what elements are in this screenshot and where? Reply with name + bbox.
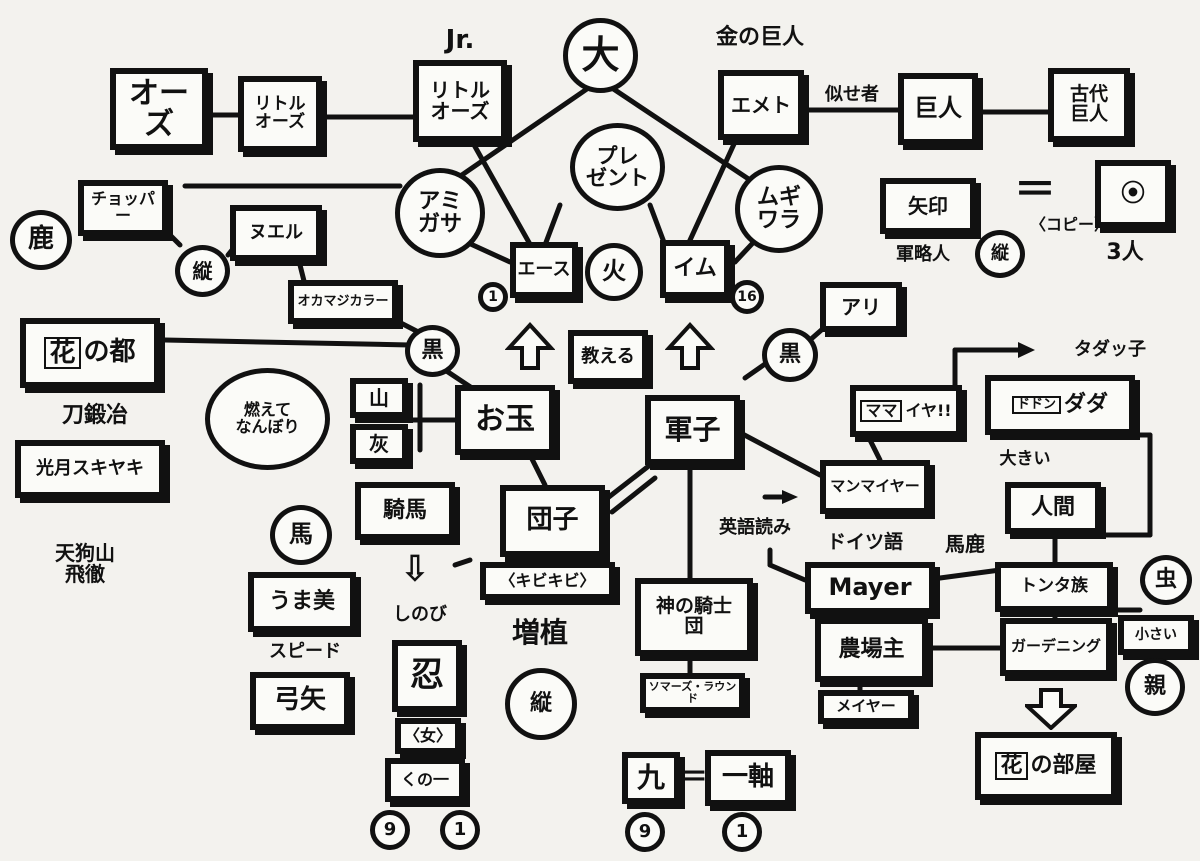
node-shinki: 神の騎士 団: [635, 578, 753, 656]
node-kubi-left: 縦: [175, 245, 230, 297]
label-equals: ＝: [1013, 164, 1056, 214]
hana-no-heya-rest: の部屋: [1030, 753, 1097, 779]
label-doitsu: ドイツ語: [826, 531, 903, 554]
node-amigasa: アミ ガサ: [395, 168, 485, 258]
node-ningen: 人間: [1005, 482, 1101, 534]
hana-heya-chip: 花: [995, 751, 1028, 781]
label-sannin: 3人: [1106, 240, 1144, 266]
label-jr: Jr.: [445, 25, 475, 56]
node-shinobi: 忍: [392, 640, 462, 712]
node-little-oz: リトル オーズ: [238, 76, 322, 152]
node-okamajin: オカマジカラー: [288, 280, 398, 324]
label-baka: 馬鹿: [945, 531, 985, 556]
dodan-chip: ドドン: [1011, 395, 1061, 415]
node-mama-iya: ママイヤ!!: [850, 385, 962, 437]
label-nisemono: 似せ者: [825, 83, 879, 105]
node-tonta: トンタ族: [995, 562, 1113, 612]
node-gunshi: 軍子: [645, 395, 740, 465]
label-zoushoku: 増植: [511, 616, 568, 650]
node-gardening: ガーデニング: [1000, 618, 1112, 676]
label-tatakko: タダッ子: [1074, 338, 1146, 360]
node-kubi-mid: 縦: [505, 668, 577, 740]
down-arrow-icon: ⇩: [399, 549, 431, 591]
label-katana-kaji: 刀鍛冶: [61, 403, 128, 429]
node-meiya: メイヤー: [818, 690, 914, 724]
dango-skewer-icon: ⦿: [1121, 179, 1145, 208]
badge-1: 1: [478, 282, 508, 312]
node-noujou: 農場主: [815, 618, 928, 682]
node-hi: 火: [585, 243, 643, 301]
dada-text: ダダ: [1064, 392, 1109, 418]
up-arrow-icon: [665, 322, 715, 370]
iya-text: イヤ!!: [905, 400, 952, 420]
down-arrow-icon: [1025, 688, 1077, 730]
node-mayer: Mayer: [805, 562, 935, 614]
node-kyojin: 巨人: [898, 73, 978, 145]
node-oya: 親: [1125, 658, 1185, 716]
node-oz: オーズ: [110, 68, 208, 150]
node-ace: エース: [510, 242, 578, 298]
node-mamaiya: マンマイヤー: [820, 460, 930, 514]
node-present: プレ ゼント: [570, 123, 665, 211]
node-kyu: 九: [622, 752, 680, 804]
label-speed: スピード: [269, 640, 341, 662]
node-oshieru: 教える: [568, 330, 648, 384]
node-mitsuki: 光月スキヤキ: [15, 440, 165, 498]
node-hana-no-miyako: 花の都: [20, 318, 160, 388]
node-kibikibi: 〈キビキビ〉: [480, 562, 615, 600]
hana-no-miyako-rest: の都: [83, 337, 136, 368]
node-chopper: チョッパー: [78, 180, 168, 236]
node-hana-no-heya: 花の部屋: [975, 732, 1117, 800]
node-shika: 鹿: [10, 210, 72, 270]
mama-chip: ママ: [860, 400, 903, 422]
node-imu: イム: [660, 240, 730, 298]
node-chiisai: 小さい: [1118, 615, 1194, 655]
node-otama: お玉: [455, 385, 555, 455]
label-eq2: ＝: [678, 760, 708, 796]
node-kubi-right: 縦: [975, 230, 1025, 278]
node-umami: うま美: [248, 572, 356, 632]
label-shinobi: しのび: [393, 603, 447, 625]
badge-16: 16: [730, 280, 764, 314]
node-ichijiku: 一軸: [705, 750, 791, 806]
node-mugiwara: ムギ ワラ: [735, 165, 823, 253]
node-onna: 〈女〉: [395, 718, 461, 754]
label-gunryaku: 軍略人: [896, 243, 950, 265]
up-arrow-icon: [505, 322, 555, 370]
node-kunoichi: くの一: [385, 758, 465, 802]
label-eigo: 英語読み: [719, 516, 791, 538]
hana-chip: 花: [44, 336, 81, 370]
node-little-oz-jr: リトル オーズ: [413, 60, 507, 142]
node-dango-icon: ⦿: [1095, 160, 1171, 228]
node-dango: 団子: [500, 485, 605, 557]
node-kodai-kyojin: 古代 巨人: [1048, 68, 1130, 142]
node-dodan-dada: ドドンダダ: [985, 375, 1135, 435]
node-uma: 馬: [270, 505, 332, 565]
label-kyojin-gold: 金の巨人: [715, 25, 804, 51]
node-yumiya: 弓矢: [250, 672, 350, 730]
node-ari: アリ: [820, 282, 902, 332]
node-yajirushi: 矢印: [880, 178, 976, 234]
label-tengu: 天狗山 飛徹: [55, 541, 115, 586]
node-dai: 大: [563, 18, 638, 93]
node-sommers: ソマーズ・ラウンド: [640, 673, 745, 713]
node-hai: 灰: [350, 424, 408, 464]
node-kuro-left: 黒: [405, 325, 460, 377]
node-emeth: エメト: [718, 70, 804, 140]
badge-9a: 9: [370, 810, 410, 850]
label-ooki: 大きい: [999, 449, 1051, 470]
node-kuro-right: 黒: [762, 328, 818, 382]
node-moete: 燃えて なんぼり: [205, 368, 330, 470]
node-nuel: ヌエル: [230, 205, 322, 261]
badge-1a: 1: [440, 810, 480, 850]
label-copy: 〈コピー〉: [1029, 214, 1110, 234]
node-yama: 山: [350, 378, 408, 418]
node-kiba: 騎馬: [355, 482, 455, 540]
badge-9b: 9: [625, 812, 665, 852]
node-mushi: 虫: [1140, 555, 1192, 605]
badge-1b: 1: [722, 812, 762, 852]
